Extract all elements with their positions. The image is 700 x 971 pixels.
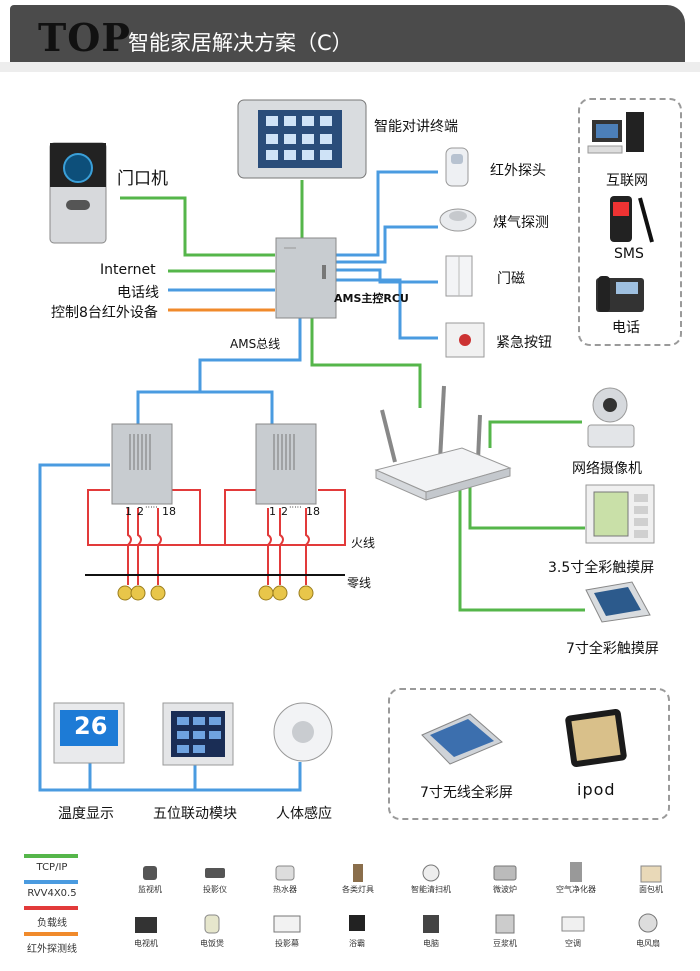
appliance-label: 空调 — [565, 939, 581, 948]
five-module-label: 五位联动模块 — [153, 806, 237, 822]
infrared-probe-label: 红外探头 — [490, 163, 546, 179]
appliance-label: 豆浆机 — [493, 939, 517, 948]
appliance-label: 投影仪 — [203, 885, 227, 894]
appliance-label: 微波炉 — [493, 885, 517, 894]
header-bar: TOP 智能家居解决方案（C） — [10, 5, 685, 65]
camera-device — [587, 387, 635, 448]
legend-ir-label: 红外探测线 — [27, 944, 77, 955]
emergency-button-label: 紧急按钮 — [496, 335, 552, 351]
touch-7-device — [585, 581, 651, 623]
touch-35-device — [585, 484, 655, 544]
gas-detector-device — [439, 208, 477, 232]
appliance-label: 面包机 — [639, 885, 663, 894]
channel-18-label-b: 18 — [306, 505, 320, 518]
header-band — [0, 62, 700, 72]
channel-dots-b: ····· — [289, 503, 302, 512]
appliance-label: 监视机 — [138, 885, 162, 894]
intercom-device — [237, 99, 367, 179]
emergency-button-device — [445, 322, 485, 358]
legend-tcpip-label: TCP/IP — [36, 862, 68, 873]
distribution-box-2 — [255, 423, 317, 505]
ipod-device — [565, 709, 627, 767]
sms-label: SMS — [614, 246, 644, 262]
gas-detector-label: 煤气探测 — [493, 215, 549, 231]
appliance-label: 智能清扫机 — [411, 885, 451, 894]
phone-line-label: 电话线 — [117, 285, 159, 301]
appliance-label: 投影幕 — [275, 939, 299, 948]
channel-2-label-a: 2 — [137, 505, 144, 518]
legend-load-line — [24, 906, 78, 910]
door-sensor-label: 门磁 — [497, 271, 525, 287]
appliance-label: 电脑 — [423, 939, 439, 948]
human-sensor-label: 人体感应 — [276, 806, 332, 822]
human-sensor-device — [273, 702, 333, 762]
thermostat-device — [53, 702, 125, 764]
door-sensor-device — [445, 255, 473, 297]
appliance-icons — [135, 862, 662, 934]
door-unit-device — [49, 142, 107, 244]
rvv-lines — [38, 170, 438, 792]
computer-icon — [587, 112, 644, 154]
brand-logo: TOP — [38, 15, 131, 60]
wireless-7-label: 7寸无线全彩屏 — [420, 785, 513, 801]
appliance-label: 浴霸 — [349, 939, 365, 948]
wireless-7-device — [421, 713, 503, 765]
mobile-phone-icon — [610, 196, 654, 243]
comm-box — [578, 98, 682, 346]
infrared-probe-device — [445, 147, 469, 187]
touch-35-label: 3.5寸全彩触摸屏 — [548, 560, 655, 576]
page-title: 智能家居解决方案（C） — [128, 31, 353, 55]
legend-rvv-label: RVV4X0.5 — [27, 888, 77, 899]
appliance-label: 空气净化器 — [556, 885, 596, 894]
intercom-label: 智能对讲终端 — [374, 119, 458, 135]
touch-7-label: 7寸全彩触摸屏 — [566, 641, 659, 657]
channel-1-label-b: 1 — [269, 505, 276, 518]
tcpip-lines — [120, 180, 585, 612]
distribution-box-1 — [111, 423, 173, 505]
legend-tcpip-line — [24, 854, 78, 858]
live-wire-label: 火线 — [351, 536, 376, 550]
temp-display-label: 温度显示 — [58, 806, 114, 822]
channel-2-label-b: 2 — [281, 505, 288, 518]
legend-ir-line — [24, 932, 78, 936]
appliance-label: 电视机 — [134, 939, 158, 948]
ir-control-label: 控制8台红外设备 — [51, 305, 158, 321]
appliance-label: 热水器 — [273, 885, 297, 894]
internet-line-label: Internet — [100, 262, 156, 278]
five-module-device — [162, 702, 234, 766]
thermostat-value: 26 — [74, 712, 108, 740]
mobile-box — [388, 688, 670, 820]
bulbs — [117, 585, 314, 601]
camera-label: 网络摄像机 — [572, 461, 642, 477]
door-unit-label: 门口机 — [117, 169, 168, 189]
ipod-label: ipod — [577, 780, 616, 799]
load-lines — [87, 489, 346, 585]
appliance-label: 各类灯具 — [342, 885, 374, 894]
appliance-label: 电饭煲 — [200, 939, 224, 948]
phone-comm-label: 电话 — [612, 320, 640, 336]
neutral-wire-label: 零线 — [347, 576, 372, 590]
legend-rvv-line — [24, 880, 78, 884]
router-device — [374, 385, 512, 501]
channel-dots-a: ····· — [145, 503, 158, 512]
channel-1-label-a: 1 — [125, 505, 132, 518]
channel-18-label-a: 18 — [162, 505, 176, 518]
appliance-label: 电风扇 — [636, 939, 660, 948]
legend-load-label: 负载线 — [37, 918, 67, 929]
main-controller-box — [275, 237, 337, 319]
desk-phone-icon — [596, 276, 644, 312]
internet-comm-label: 互联网 — [606, 173, 648, 189]
main-controller-label: AMS主控RCU — [334, 292, 409, 305]
bus-label: AMS总线 — [230, 337, 281, 351]
